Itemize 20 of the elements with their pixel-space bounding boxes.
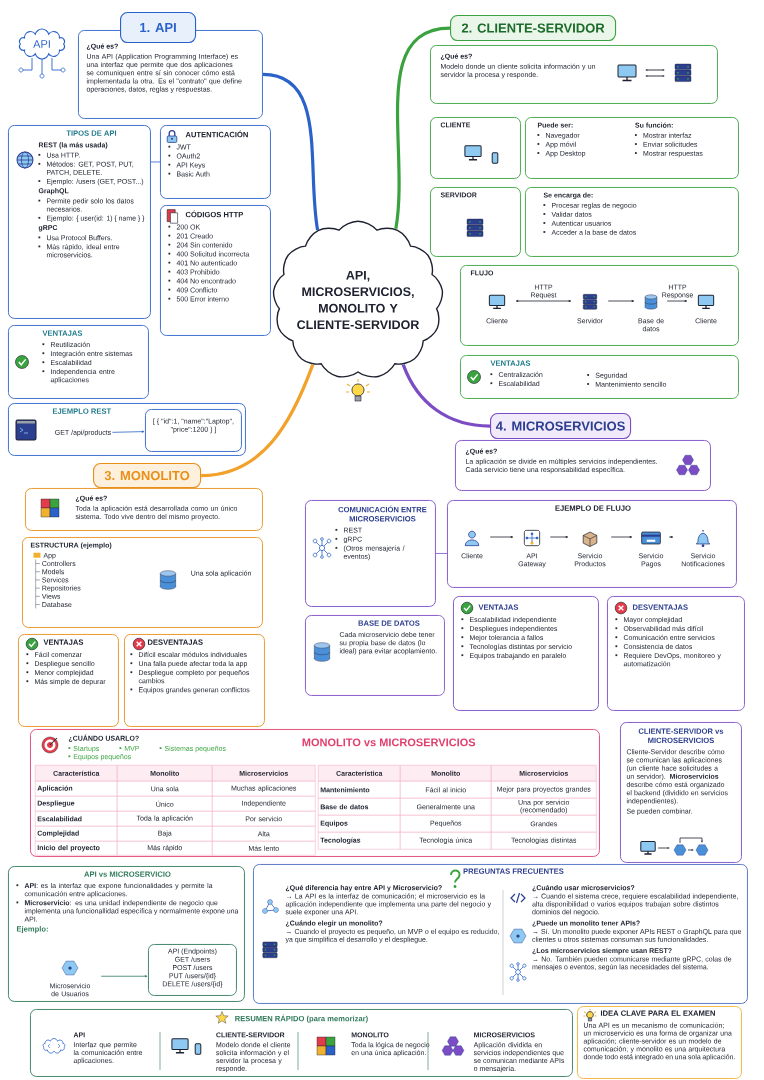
connector	[112, 430, 145, 433]
connector	[394, 26, 451, 230]
section-badge: 4. MICROSERVICIOS	[490, 413, 632, 440]
connector	[666, 299, 688, 303]
title-cloud: API, MICROSERVICIOS, MONOLITO Y CLIENTE-SERVIDOR	[272, 220, 444, 378]
connector	[262, 72, 320, 231]
connector	[607, 299, 635, 303]
section-badge: 3. MONOLITO	[93, 463, 202, 489]
connector	[668, 535, 674, 539]
connector	[610, 535, 633, 539]
section-badge: 1. API	[120, 12, 197, 44]
connector	[549, 535, 569, 539]
section-badge: 2. CLIENTE-SERVIDOR	[450, 15, 617, 42]
connector	[150, 161, 161, 163]
connector	[515, 299, 572, 303]
connector	[401, 364, 491, 428]
connector	[201, 364, 315, 478]
connector	[100, 975, 148, 978]
connector	[489, 535, 514, 539]
connector	[435, 553, 448, 554]
